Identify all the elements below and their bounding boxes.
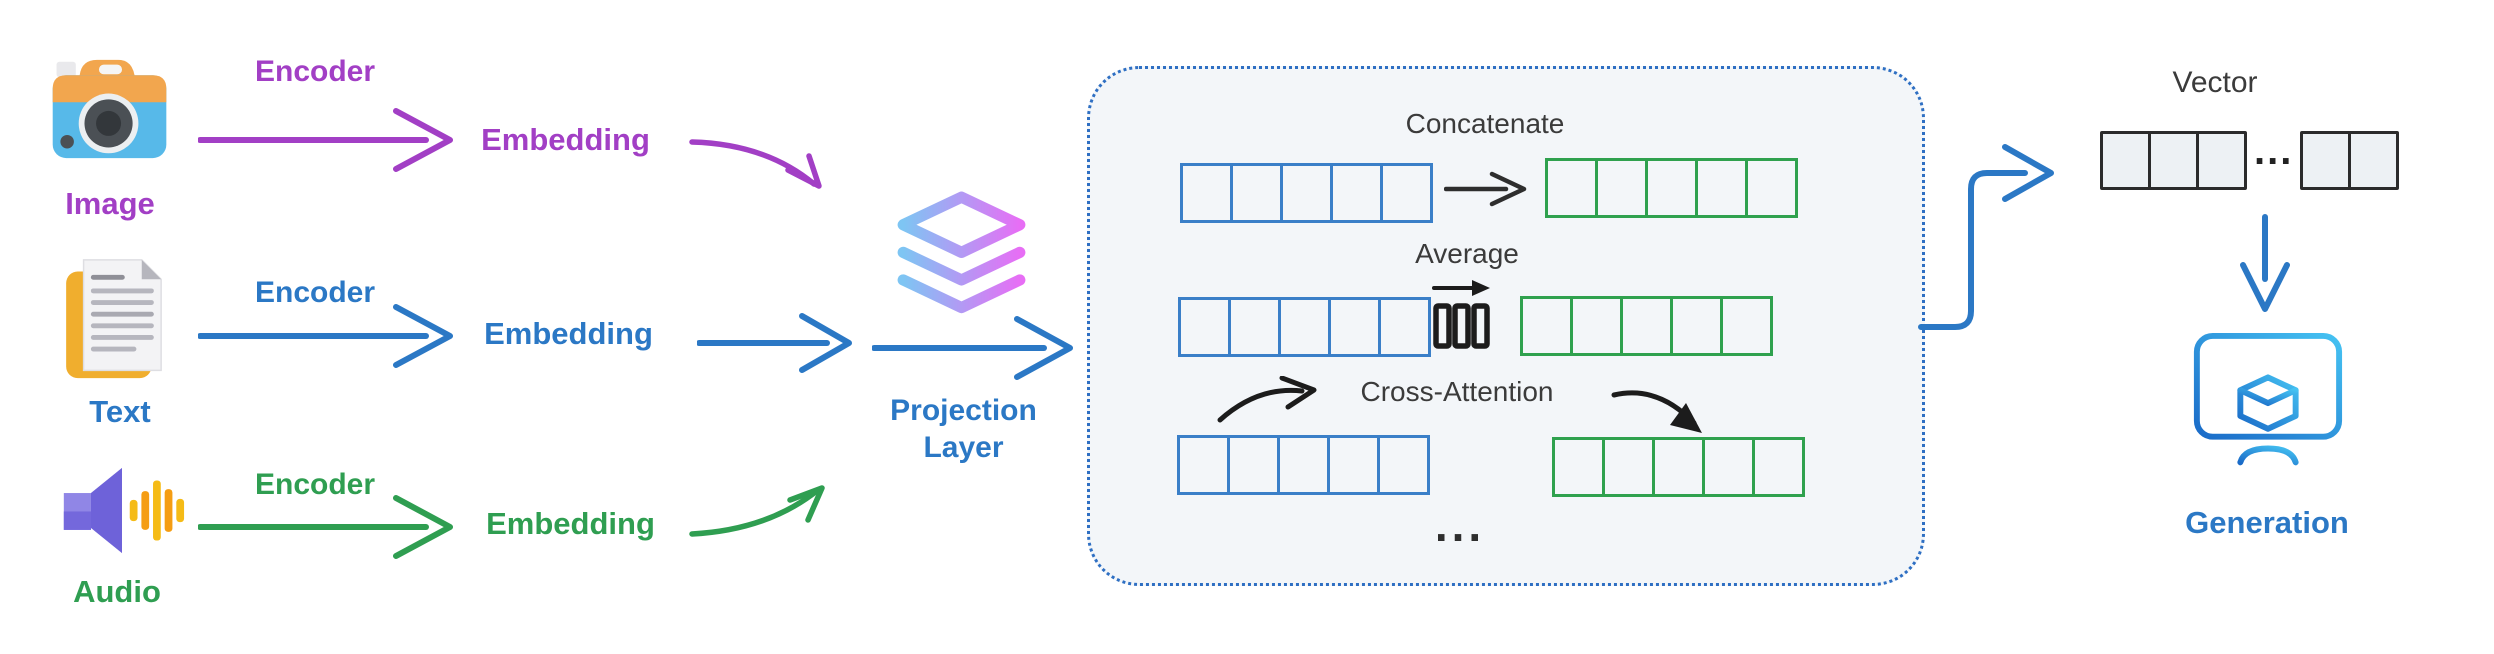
cross-attention-right-arrow (1611, 390, 1702, 433)
green-cell (1752, 437, 1805, 497)
document-icon (66, 259, 162, 379)
text-label: Text (89, 394, 151, 429)
blue-cell (1177, 435, 1230, 495)
fusion-method-average-label: Average (1415, 238, 1519, 269)
blue-cell (1227, 435, 1280, 495)
fusion-method-concatenate-label: Concatenate (1405, 108, 1565, 139)
blue-cell (1280, 163, 1333, 223)
image-encoder-arrow (198, 108, 453, 172)
text-to-projection-arrow (697, 313, 852, 373)
concatenate-input-cells (1180, 163, 1433, 223)
image-label: Image (65, 186, 155, 221)
blue-cell (1228, 297, 1281, 357)
speaker-icon (63, 467, 185, 554)
more-fusion-methods-indicator: ... (1434, 499, 1486, 551)
green-cell (1602, 437, 1655, 497)
projection-to-fusion-arrow (872, 316, 1073, 380)
vector-ellipsis: ... (2254, 128, 2294, 173)
blue-cell (1330, 163, 1383, 223)
green-cell (1652, 437, 1705, 497)
green-cell (1702, 437, 1755, 497)
green-cell (1545, 158, 1598, 218)
vector-cells-right (2300, 131, 2400, 190)
green-cell (1745, 158, 1798, 218)
vector-cell (2196, 131, 2247, 190)
green-cell (1695, 158, 1748, 218)
generation-label: Generation (2185, 505, 2349, 540)
vector-cells-left (2100, 131, 2247, 190)
monitor-cube-icon (2193, 332, 2343, 468)
layers-icon (897, 191, 1026, 314)
blue-cell (1380, 163, 1433, 223)
cross-attention-output-cells (1552, 437, 1805, 497)
image-encoder-label: Encoder (254, 55, 376, 88)
vector-cells: ... (2100, 128, 2400, 190)
blue-cell (1328, 297, 1381, 357)
green-cell (1645, 158, 1698, 218)
blue-cell (1230, 163, 1283, 223)
vector-label: Vector (2172, 66, 2258, 99)
blue-cell (1178, 297, 1231, 357)
concatenate-arrow (1444, 171, 1527, 207)
fusion-to-vector-arrow (1918, 144, 2054, 330)
vector-cell (2300, 131, 2352, 190)
text-embedding-label: Embedding (484, 316, 653, 351)
average-output-cells (1520, 296, 1773, 356)
blue-cell (1378, 297, 1431, 357)
image-to-projection-arrow (689, 139, 822, 189)
average-input-cells (1178, 297, 1431, 357)
vector-cell (2348, 131, 2400, 190)
audio-encoder-label: Encoder (254, 468, 376, 501)
audio-label: Audio (73, 574, 161, 609)
projection-label-line2: Layer (923, 431, 1004, 464)
green-cell (1720, 296, 1773, 356)
blue-cell (1277, 435, 1330, 495)
blue-cell (1327, 435, 1380, 495)
audio-embedding-label: Embedding (486, 506, 655, 541)
image-embedding-label: Embedding (481, 122, 650, 157)
green-cell (1670, 296, 1723, 356)
green-cell (1620, 296, 1673, 356)
audio-to-projection-arrow (689, 485, 825, 537)
vector-to-generation-arrow (2240, 214, 2290, 312)
camera-icon (52, 59, 167, 159)
blue-cell (1377, 435, 1430, 495)
fusion-methods-box (1087, 66, 1925, 586)
green-cell (1570, 296, 1623, 356)
fusion-method-cross-attention-label: Cross-Attention (1360, 376, 1554, 407)
green-cell (1552, 437, 1605, 497)
concatenate-output-cells (1545, 158, 1798, 218)
vector-cell (2100, 131, 2151, 190)
text-encoder-arrow (198, 304, 453, 368)
blue-cell (1278, 297, 1331, 357)
green-cell (1520, 296, 1573, 356)
cross-attention-input-cells (1177, 435, 1430, 495)
projection-layer-label: Projection Layer (866, 392, 1061, 466)
text-encoder-label: Encoder (254, 276, 376, 309)
blue-cell (1180, 163, 1233, 223)
average-operator-icon (1432, 280, 1490, 349)
cross-attention-left-arrow (1217, 376, 1317, 423)
projection-label-line1: Projection (890, 394, 1037, 427)
green-cell (1595, 158, 1648, 218)
vector-cell (2148, 131, 2199, 190)
audio-encoder-arrow (198, 495, 453, 559)
